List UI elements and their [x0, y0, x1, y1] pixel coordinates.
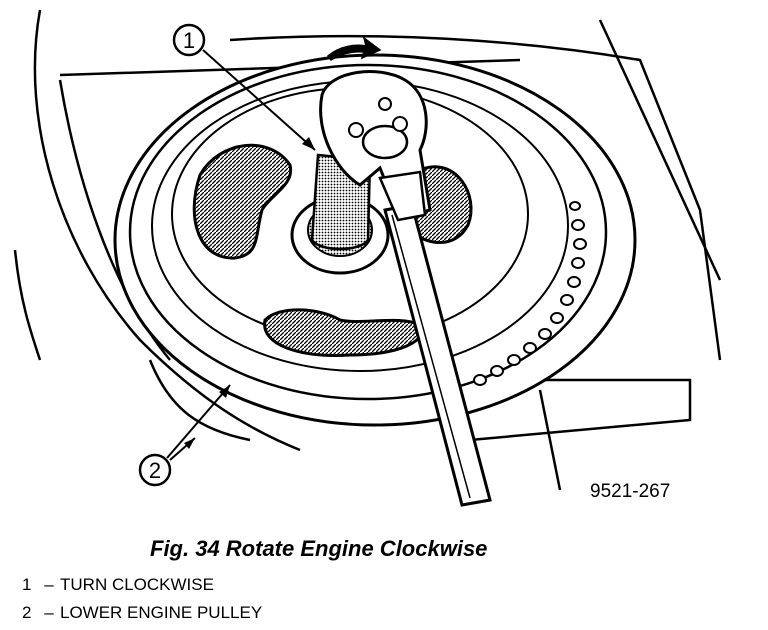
engine-block-outline: [13, 9, 722, 491]
callout-1-label: 1: [183, 28, 195, 53]
legend-item-separator: –: [44, 575, 54, 594]
pulley-window-left: [192, 143, 293, 260]
legend-item: 1–TURN CLOCKWISE: [22, 571, 262, 599]
ratchet-wrench: [319, 70, 492, 507]
legend-item-number: 2: [22, 603, 32, 622]
callout-1: 1: [172, 23, 316, 151]
figure-legend: 1–TURN CLOCKWISE 2–LOWER ENGINE PULLEY: [22, 571, 262, 627]
legend-item-separator: –: [44, 603, 54, 622]
legend-item-text: TURN CLOCKWISE: [60, 575, 214, 594]
callout-2-label: 2: [149, 458, 161, 483]
callout-2: 2: [138, 384, 231, 487]
figure-caption: Fig. 34 Rotate Engine Clockwise: [150, 536, 488, 561]
engine-pulley-illustration: 1 2 9521-267: [13, 9, 722, 507]
clockwise-arrow: [326, 36, 382, 62]
legend-item-number: 1: [22, 575, 32, 594]
timing-holes: [473, 201, 587, 386]
figure-reference-code: 9521-267: [590, 481, 670, 502]
legend-item: 2–LOWER ENGINE PULLEY: [22, 599, 262, 627]
legend-item-text: LOWER ENGINE PULLEY: [60, 603, 263, 622]
